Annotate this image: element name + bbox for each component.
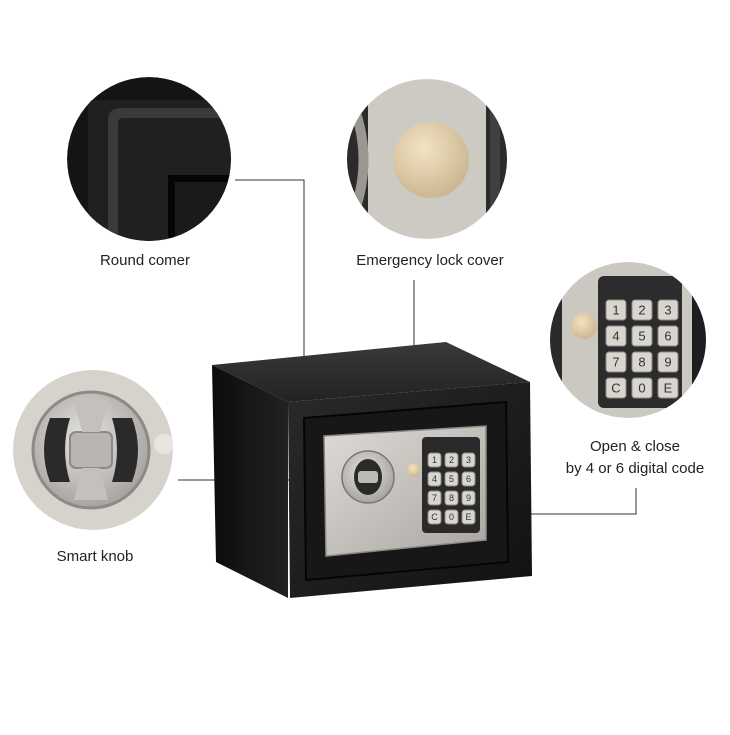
keypad-detail-key — [657, 299, 679, 321]
keypad-detail-key-label: 5 — [638, 329, 645, 344]
keypad-detail-key-label: 4 — [612, 329, 619, 344]
safe-body: 1 2 3 4 5 6 7 8 9C 0 E — [212, 342, 532, 598]
keypad-detail-key-label: 8 — [638, 355, 645, 370]
safe-keypad-key-label: 5 — [449, 474, 454, 484]
safe-keypad-key — [461, 490, 476, 506]
emergency-cover-button-icon — [393, 122, 469, 198]
safe-keypad-key-label: 9 — [466, 493, 471, 503]
keypad-detail-key — [631, 351, 653, 373]
keypad-detail-key-label: 6 — [664, 329, 671, 344]
digital-code-label-line2: by 4 or 6 digital code — [565, 460, 705, 477]
safe-keypad-key — [461, 471, 476, 487]
keypad-detail-key-label: E — [664, 381, 673, 396]
keypad-detail-key — [657, 325, 679, 347]
keypad-detail-key-label: 9 — [664, 355, 671, 370]
digital-code-label: Open & close by 4 or 6 digital code — [540, 436, 730, 480]
keypad-detail-key — [605, 377, 627, 399]
keypad-detail-key-label: 7 — [612, 355, 619, 370]
safe-keypad-key — [444, 471, 459, 487]
safe-keypad-key-label: 8 — [449, 493, 454, 503]
smart-knob-detail — [13, 370, 173, 530]
safe-emergency-cover-icon — [407, 463, 421, 477]
safe-keypad-key — [444, 509, 459, 525]
keypad-detail-key — [631, 299, 653, 321]
round-corner-label: Round comer — [99, 252, 191, 269]
safe-knob-bar — [358, 471, 378, 483]
safe-side-face — [212, 365, 288, 598]
safe-keypad-key-label: 3 — [466, 455, 471, 465]
keypad-detail-key-label: 1 — [612, 303, 619, 318]
emergency-lock-cover-detail — [347, 79, 507, 239]
keypad-detail-key — [657, 351, 679, 373]
keypad-detail-key — [605, 351, 627, 373]
safe-keypad-key — [427, 509, 442, 525]
safe-keypad-key — [461, 509, 476, 525]
safe-keypad-key-label: 1 — [432, 455, 437, 465]
safe-keypad-key-label: E — [465, 512, 471, 522]
keypad-detail-key — [605, 299, 627, 321]
round-corner-detail — [67, 77, 231, 241]
safe-keypad-key-label: 2 — [449, 455, 454, 465]
safe-keypad-key — [427, 490, 442, 506]
safe-keypad-key-label: 6 — [466, 474, 471, 484]
round-corner-line — [235, 179, 305, 400]
safe-keypad-key — [427, 471, 442, 487]
safe-keypad-key — [444, 490, 459, 506]
keypad-detail-key — [657, 377, 679, 399]
safe-keypad-key — [461, 452, 476, 468]
safe-keypad-key-label: 7 — [432, 493, 437, 503]
keypad-detail-key-label: 0 — [638, 381, 645, 396]
keypad-detail-key-label: C — [611, 381, 620, 396]
keypad-detail-key-label: 2 — [638, 303, 645, 318]
safe-keypad-key — [444, 452, 459, 468]
digital-code-label-line1: Open & close — [589, 438, 681, 455]
safe-keypad-keys: 1 2 3 4 5 6 7 8 9C 0 E — [427, 452, 476, 525]
keypad-detail-key — [605, 325, 627, 347]
safe-keypad-key-label: 0 — [449, 512, 454, 522]
safe-keypad-key — [427, 452, 442, 468]
keypad-detail-key-label: 3 — [664, 303, 671, 318]
keypad-detail-keys: 1 2 3 4 5 6 7 8 9C 0 E — [605, 299, 679, 399]
keypad-detail: 1 2 3 4 5 6 7 8 9C 0 E — [550, 262, 706, 418]
emergency-lock-cover-label: Emergency lock cover — [356, 252, 504, 269]
safe-keypad-key-label: 4 — [432, 474, 437, 484]
smart-knob-label: Smart knob — [56, 548, 134, 565]
safe-keypad-key-label: C — [431, 512, 438, 522]
keypad-detail-key — [631, 377, 653, 399]
safe-top-face — [212, 342, 530, 402]
keypad-detail-key — [631, 325, 653, 347]
